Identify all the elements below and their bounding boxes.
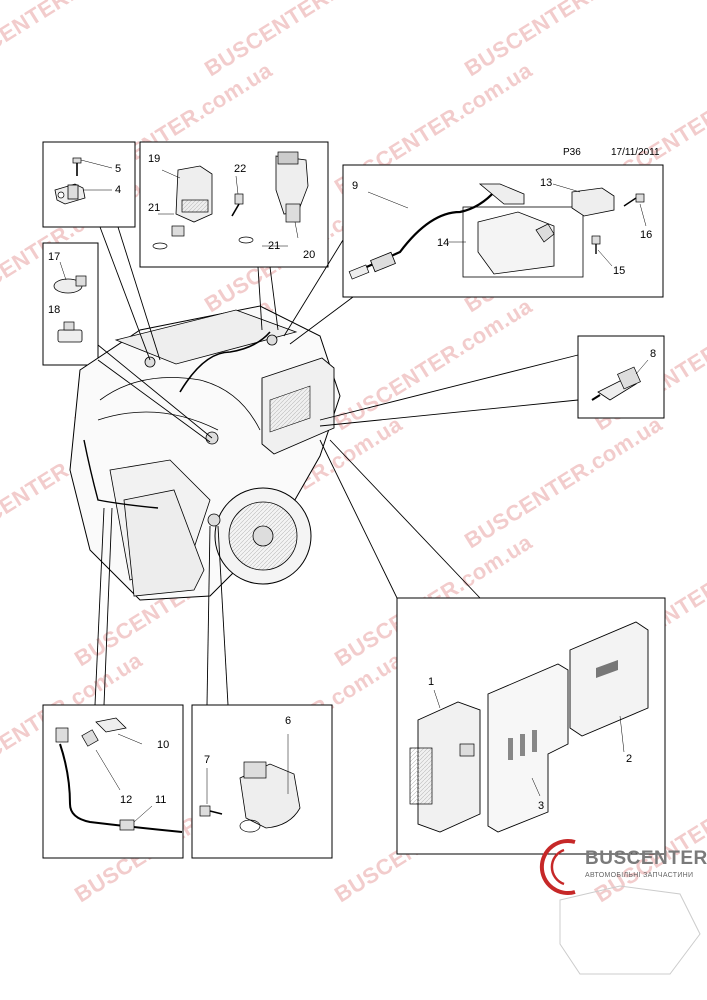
callout-12: 12 [120, 794, 132, 806]
exhaust-temp-sensor-icon [55, 717, 183, 833]
connector-icon [571, 187, 615, 217]
coolant-sensor-icon [591, 366, 641, 401]
inset-box-sensor-10-12 [42, 704, 184, 859]
callout-11: 11 [155, 794, 166, 806]
callout-17: 17 [48, 251, 60, 263]
page-date: 17/11/2011 [611, 147, 660, 158]
temperature-sensor-icon [53, 275, 87, 343]
pressure-sensor-left-icon [152, 165, 213, 250]
leader-lines [94, 226, 579, 706]
callout-18: 18 [48, 304, 60, 316]
callout-16: 16 [640, 229, 652, 241]
ecu-cover-icon [487, 663, 569, 833]
callout-6: 6 [285, 715, 291, 727]
callout-13: 13 [540, 177, 552, 189]
inset-box-sensor-17-18 [42, 242, 99, 366]
buscenter-logo-icon [539, 839, 701, 975]
callout-7: 7 [204, 754, 210, 766]
callout-14: 14 [437, 237, 449, 249]
callout-19: 19 [148, 153, 160, 165]
inset-box-sensor-4-5 [42, 141, 136, 228]
callout-labels: 5 4 19 21 22 21 20 9 13 14 16 15 17 18 8… [48, 153, 656, 812]
ecu-module-icon [409, 701, 481, 833]
brand-name: BUSCENTER [585, 848, 707, 869]
page-code: P36 [563, 147, 581, 158]
callout-22: 22 [234, 163, 246, 175]
engine-illustration [69, 305, 341, 601]
bolt-icon [591, 193, 645, 254]
callout-21-right: 21 [268, 240, 280, 252]
bolt-icon [231, 193, 244, 217]
pressure-sensor-right-icon [238, 151, 309, 244]
callout-20: 20 [303, 249, 315, 261]
callout-3: 3 [538, 800, 544, 812]
inset-box-ecu-1-3 [396, 597, 666, 855]
inset-box-sensor-6-7 [191, 704, 333, 859]
brand-subtitle: АВТОМОБІЛЬНІ ЗАПЧАСТИНИ [585, 872, 694, 879]
bolt-icon [72, 157, 82, 176]
inset-box-sensor-8 [577, 335, 665, 419]
callout-9: 9 [352, 180, 358, 192]
callout-1: 1 [428, 676, 434, 688]
crankshaft-sensor-icon [239, 761, 301, 833]
callout-21-left: 21 [148, 202, 160, 214]
callout-8: 8 [650, 348, 656, 360]
ecu-bracket-icon [569, 621, 649, 737]
bolt-icon [199, 805, 223, 817]
callout-5: 5 [115, 163, 121, 175]
inset-box-lambda-9-16 [342, 164, 664, 298]
bracket-icon [477, 211, 555, 275]
inset-box-sensor-19-22 [139, 141, 329, 268]
callout-4: 4 [115, 184, 121, 196]
callout-2: 2 [626, 753, 632, 765]
oxygen-sensor-icon [348, 183, 525, 280]
callout-15: 15 [613, 265, 625, 277]
camshaft-sensor-icon [54, 183, 86, 205]
callout-10: 10 [157, 739, 169, 751]
